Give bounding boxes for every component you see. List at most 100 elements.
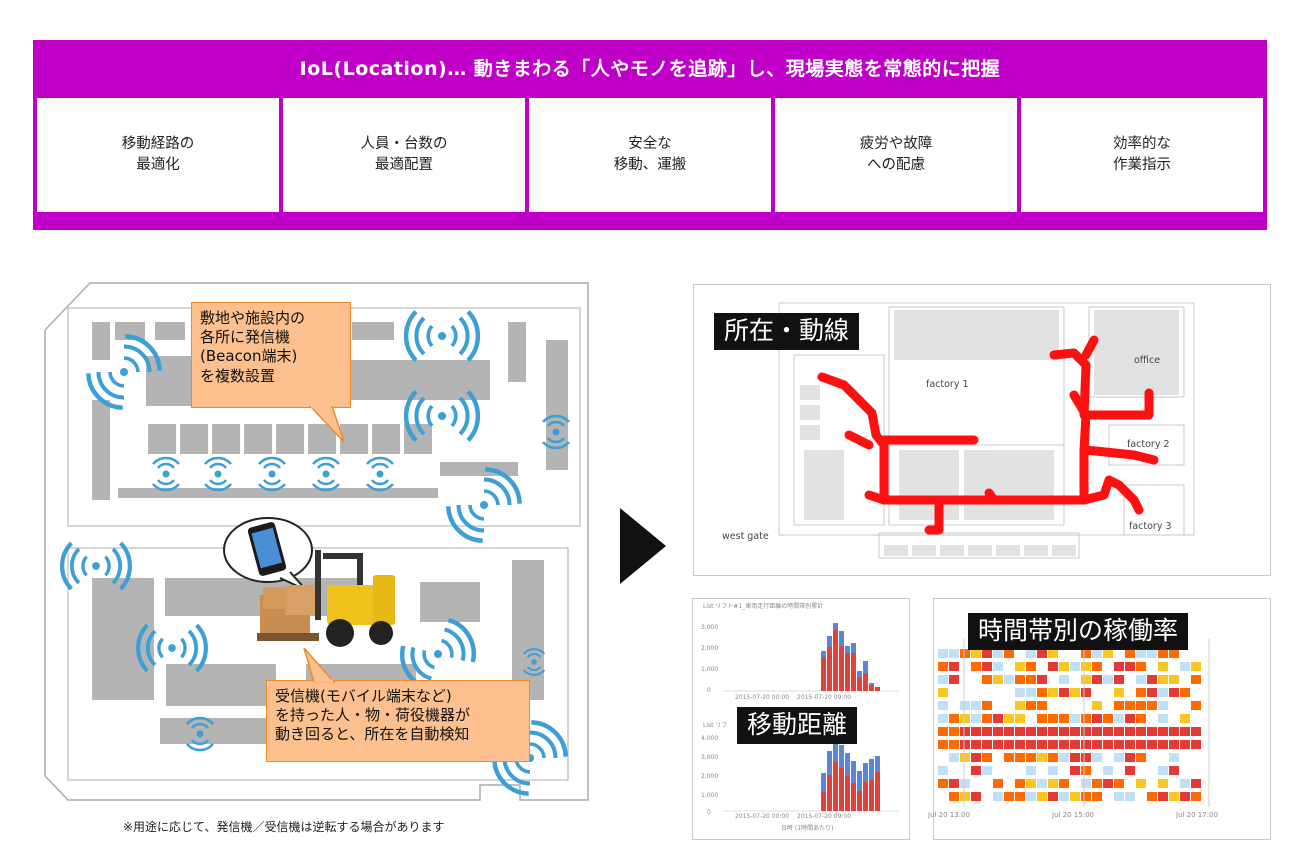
utilization-cell [1070,727,1080,736]
utilization-cell [1125,701,1135,710]
utilization-cell [1180,688,1190,697]
utilization-cell [1026,662,1036,671]
utilization-cell [938,727,948,736]
utilization-cell [1103,766,1113,775]
utilization-cell [1026,766,1036,775]
utilization-cell [1136,688,1146,697]
utilization-cell [1114,714,1124,723]
utilization-cell [1103,727,1113,736]
utilization-cell [982,740,992,749]
utilization-cell [1081,766,1091,775]
utilization-cell [1048,662,1058,671]
distance-bar [875,687,880,691]
utilization-cell [1004,675,1014,684]
route-panel: 所在・動線 office factory 1 factory 2 factory… [693,284,1271,576]
utilization-cell [1026,649,1036,658]
utilization-cell [1037,753,1047,762]
beacon-callout: 敷地や施設内の 各所に発信機 (Beacon端末) を複数設置 [191,302,351,408]
callout-tail [303,648,336,683]
utilization-cell [1191,701,1201,710]
utilization-cell [960,727,970,736]
distance-bar [839,768,844,811]
utilization-cell [938,766,948,775]
utilization-cell [949,779,959,788]
utilization-cell [1037,714,1047,723]
utilization-cell [971,753,981,762]
utilization-cell [1103,714,1113,723]
utilization-cell [1158,662,1168,671]
utilization-cell [1092,779,1102,788]
utilization-cell [1081,688,1091,697]
utilization-cell [1048,740,1058,749]
utilization-cell [1125,740,1135,749]
utilization-cell [1114,727,1124,736]
utilization-cell [1169,688,1179,697]
utilization-cell [1125,714,1135,723]
utilization-cell [993,740,1003,749]
utilization-cell [1026,701,1036,710]
distance-chart-title-2: List リフ [703,722,728,729]
distance-panel: List リフト#1_車両走行距離の時間帯別累計 List リフ 3,000 2… [692,598,910,840]
utilization-cell [960,792,970,801]
utilization-cell [1015,714,1025,723]
utilization-cell [1136,675,1146,684]
utilization-cell [1169,792,1179,801]
utilization-cell [1169,766,1179,775]
utilization-cell [1125,727,1135,736]
utilization-cell [960,649,970,658]
utilization-cell [1147,649,1157,658]
utilization-cell [1026,740,1036,749]
utilization-cell [960,779,970,788]
utilization-cell [1136,753,1146,762]
distance-label: 移動距離 [737,707,858,744]
utilization-cell [1081,727,1091,736]
utilization-cell [1103,779,1113,788]
utilization-cell [1158,701,1168,710]
utilization-cell [1048,792,1058,801]
utilization-cell [1158,714,1168,723]
utilization-cell [1081,792,1091,801]
utilization-cell [993,779,1003,788]
utilization-cell [993,675,1003,684]
utilization-cell [1059,740,1069,749]
utilization-cell [1015,740,1025,749]
utilization-cell [1158,727,1168,736]
utilization-cell [1015,779,1025,788]
utilization-cell [993,727,1003,736]
utilization-cell [1180,779,1190,788]
utilization-cell [971,740,981,749]
distance-bar [863,673,868,691]
utilization-cell [982,675,992,684]
utilization-cell [971,649,981,658]
distance-bar [869,780,874,811]
utilization-cell [1158,740,1168,749]
utilization-cell [1037,701,1047,710]
utilization-cell [1103,740,1113,749]
banner-item-safety: 安全な 移動、運搬 [529,98,771,212]
utilization-cell [1114,662,1124,671]
utilization-cell [1191,779,1201,788]
utilization-cell [1125,766,1135,775]
utilization-cell [1059,727,1069,736]
utilization-cell [1114,675,1124,684]
utilization-cell [960,701,970,710]
utilization-cell [982,662,992,671]
banner-item-fatigue: 疲労や故障 への配慮 [775,98,1017,212]
utilization-cell [1103,649,1113,658]
smartphone-icon [223,517,313,591]
distance-bars [723,623,898,812]
distance-bar [863,782,868,811]
utilization-cell [1092,714,1102,723]
utilization-heatmap [938,639,1210,807]
utilization-cell [949,740,959,749]
utilization-cell [1037,649,1047,658]
distance-bar [845,776,850,811]
utilization-cell [1004,714,1014,723]
callout-tail [308,406,345,443]
utilization-cell [938,701,948,710]
utilization-cell [1092,701,1102,710]
utilization-cell [1191,662,1201,671]
utilization-cell [1059,662,1069,671]
utilization-cell [1169,753,1179,762]
utilization-cell [971,727,981,736]
